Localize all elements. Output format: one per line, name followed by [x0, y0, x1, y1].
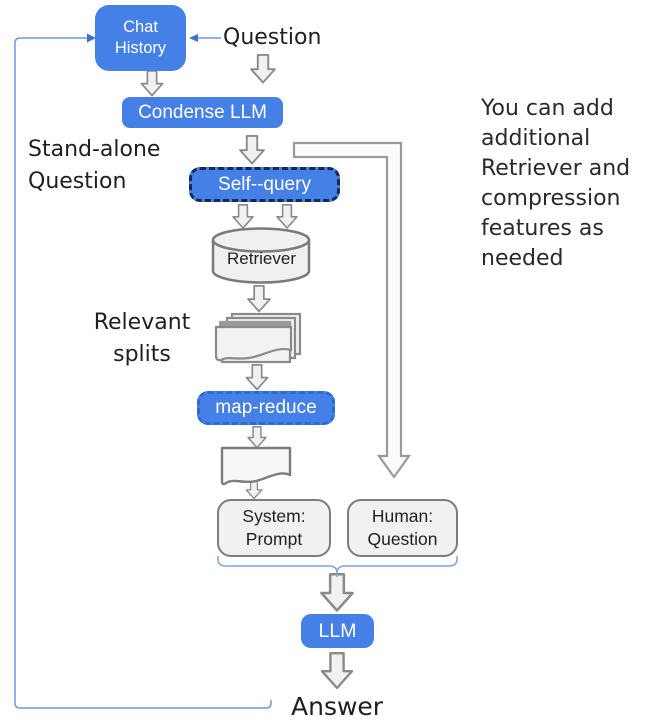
question-to-chat-arrow [189, 34, 221, 42]
flow-arrow-icon [250, 54, 276, 84]
flow-arrow-icon [232, 204, 254, 229]
label-relevant-splits: Relevant splits [93, 310, 191, 367]
feedback-loop-line [14, 33, 272, 709]
label-question: Question [223, 25, 322, 50]
flow-arrow-icon [320, 573, 354, 612]
node-condense-llm: Condense LLM [122, 97, 283, 128]
flow-arrow-icon [247, 426, 267, 449]
flow-arrow-icon [320, 652, 354, 690]
merge-bracket [217, 556, 458, 577]
flow-arrow-icon [276, 204, 298, 229]
flow-arrow-icon [247, 285, 271, 313]
flow-arrow-icon [140, 69, 164, 97]
node-system-prompt: System: Prompt [217, 499, 331, 557]
flow-arrow-icon [239, 134, 265, 165]
bypass-arrow-icon [292, 141, 412, 479]
flow-arrow-icon [245, 364, 269, 391]
node-llm: LLM [301, 614, 374, 648]
node-map-reduce: map-reduce [197, 391, 335, 425]
label-retriever: Retriever [227, 249, 296, 268]
node-human-question: Human: Question [347, 499, 458, 557]
label-standalone-question: Stand-alone Question [28, 137, 161, 194]
node-self-query: Self--query [189, 167, 340, 202]
side-note: You can add additional Retriever and com… [481, 96, 631, 271]
documents-stack-icon [214, 312, 302, 364]
flow-arrow-icon [245, 479, 263, 500]
document-icon [220, 446, 292, 486]
retriever-cylinder-icon [211, 227, 311, 284]
label-answer: Answer [291, 692, 384, 721]
node-chat-history: Chat History [95, 5, 186, 71]
